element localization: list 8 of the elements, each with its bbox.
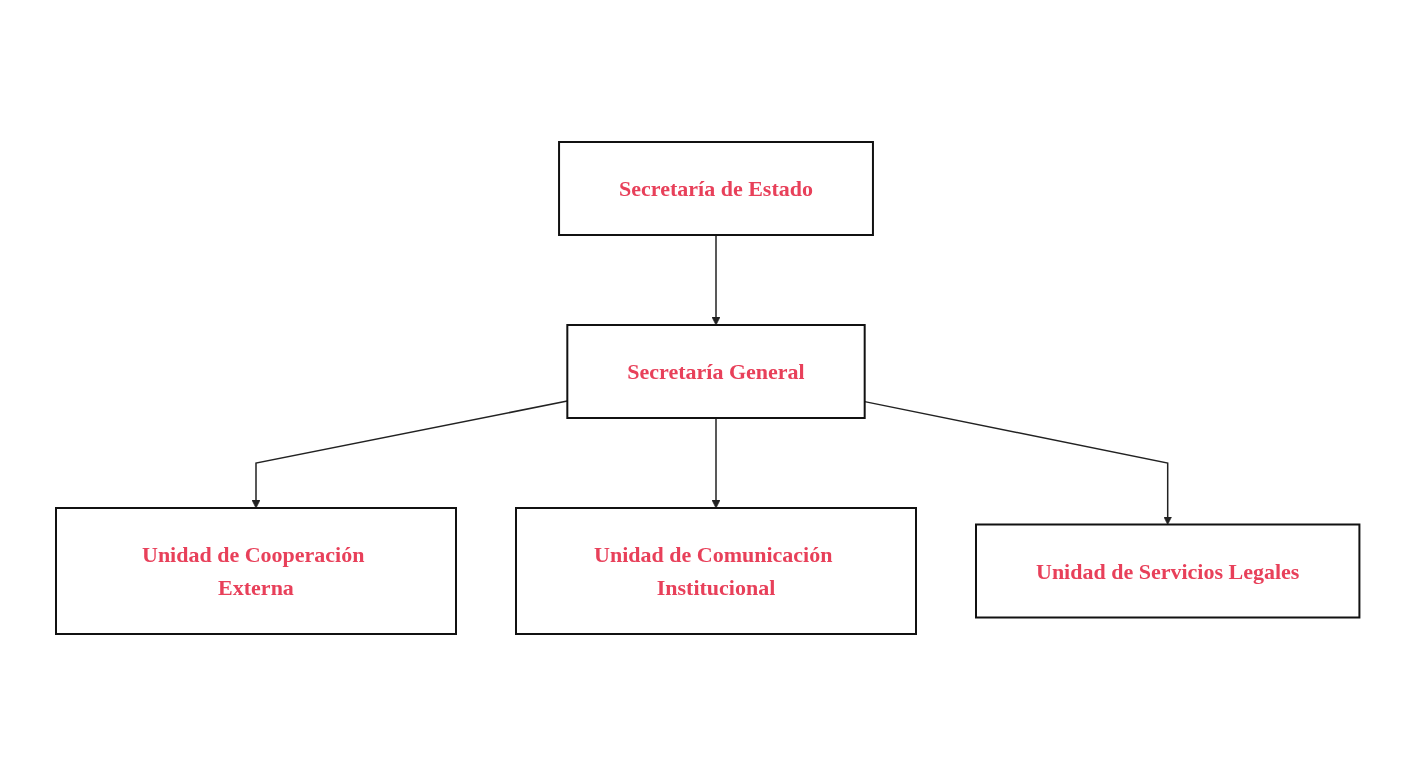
arrow xyxy=(251,400,568,509)
node-box: Unidad de Comunicación Institucional xyxy=(514,507,917,635)
node-box: Unidad de Servicios Legales xyxy=(974,523,1361,619)
node-box: Secretaría General xyxy=(566,324,866,419)
arrow xyxy=(711,417,721,509)
arrow xyxy=(711,234,721,326)
node-box: Secretaría de Estado xyxy=(557,141,874,236)
node-box: Unidad de Cooperación Externa xyxy=(54,507,457,635)
